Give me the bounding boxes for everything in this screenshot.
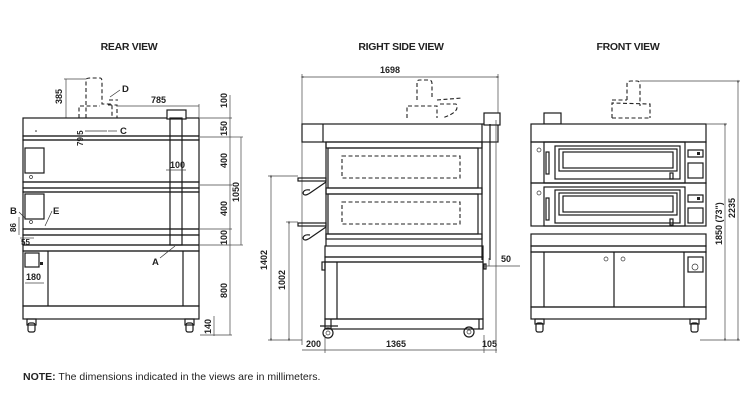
label-d: D — [122, 84, 129, 95]
dim-lower-peel-height: 1002 — [277, 270, 287, 290]
note-prefix: NOTE: — [23, 371, 56, 383]
dim-b-height: 86 — [9, 223, 18, 232]
label-a: A — [152, 257, 159, 268]
dim-total-depth: 1698 — [380, 65, 400, 75]
rear-view-title: REAR VIEW — [101, 41, 158, 53]
dim-rear-offset: 105 — [482, 339, 497, 349]
dim-upper-peel-height: 1402 — [259, 250, 269, 270]
dim-post-width: 100 — [170, 160, 185, 170]
dim-box-width: 180 — [26, 272, 41, 282]
dim-total-height: 2235 — [727, 198, 737, 218]
label-b: B — [10, 206, 17, 217]
footnote: NOTE: The dimensions indicated in the vi… — [23, 371, 320, 383]
dim-chimney-height: 385 — [54, 89, 64, 104]
note-text: The dimensions indicated in the views ar… — [55, 371, 321, 383]
front-view-title: FRONT VIEW — [597, 41, 660, 53]
dim-total-ovens: 1050 — [231, 182, 241, 202]
dim-top-section: 150 — [219, 121, 229, 136]
dim-deck-lower: 400 — [219, 201, 229, 216]
dim-b-offset: 55 — [21, 238, 30, 247]
dim-c-offset: 79,5 — [76, 130, 85, 146]
dim-stand-height: 800 — [219, 283, 229, 298]
dim-body-height: 1850 (73") — [714, 202, 724, 245]
label-e: E — [53, 206, 59, 217]
dim-top-offset: 785 — [151, 95, 166, 105]
dim-wheel-height: 140 — [203, 319, 213, 334]
side-view-title: RIGHT SIDE VIEW — [358, 41, 444, 53]
dim-side-top: 100 — [219, 93, 229, 108]
label-c: C — [120, 126, 127, 137]
side-view: 1698 — [259, 65, 520, 353]
front-view: 1850 (73") 2235 — [530, 79, 740, 342]
dim-front-offset: 200 — [306, 339, 321, 349]
dim-outlet-height: 50 — [501, 254, 511, 264]
dim-deck-upper: 400 — [219, 153, 229, 168]
rear-view: D 385 785 C 79,5 100 — [9, 77, 243, 336]
dim-body-depth: 1365 — [386, 339, 406, 349]
dim-bottom-section: 100 — [219, 230, 229, 245]
